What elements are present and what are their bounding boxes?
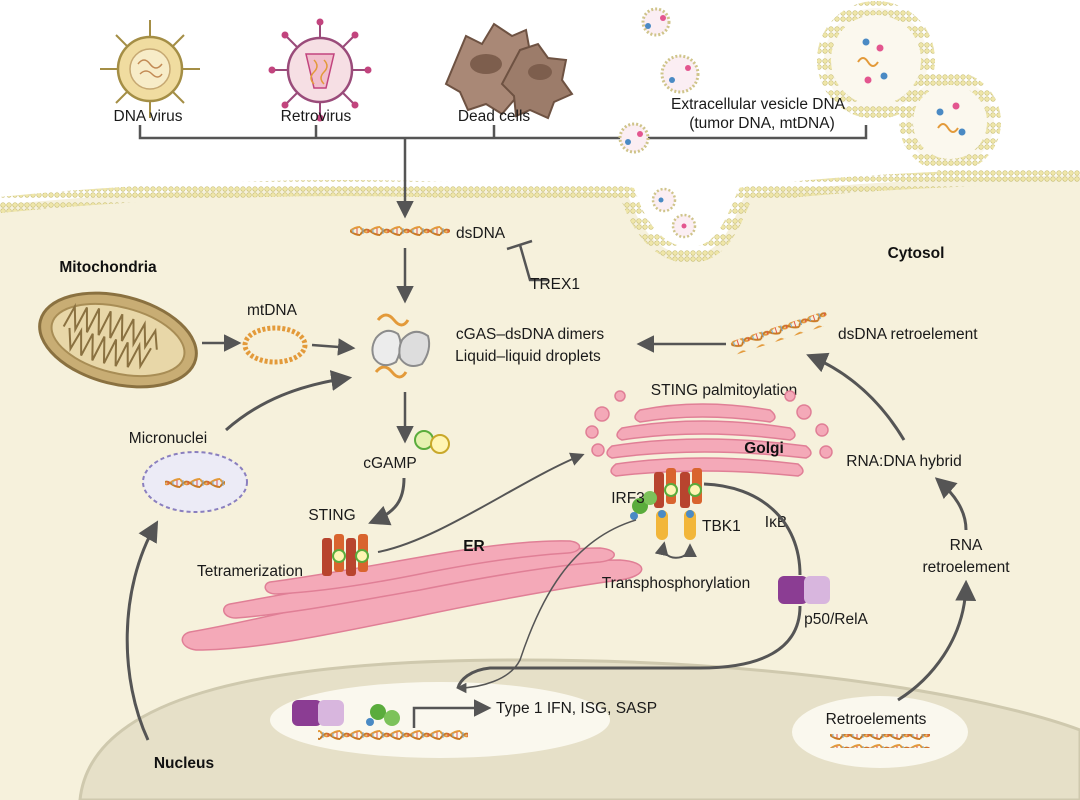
dsdna-strand xyxy=(350,226,450,240)
arrow-irf3-to-nucleus xyxy=(455,519,637,694)
retroelements-label: Retroelements xyxy=(826,711,927,728)
p50-rela-label: p50/RelA xyxy=(804,611,868,628)
transcription-complex-icon xyxy=(292,700,400,726)
arrow-nfkb-to-nucleus xyxy=(456,605,802,689)
transphosphorylation-label: Transphosphorylation xyxy=(602,575,750,592)
arrow-transphosphorylation xyxy=(654,541,697,559)
mtdna-label: mtDNA xyxy=(247,302,298,319)
dsdna-retroelement-label: dsDNA retroelement xyxy=(838,326,978,343)
arrow-cgamp-to-sting xyxy=(368,477,406,526)
gene-dna-strand xyxy=(318,726,468,740)
cgamp-label: cGAMP xyxy=(363,455,416,472)
retroelements-dna xyxy=(830,734,930,748)
cytosol-label: Cytosol xyxy=(888,245,945,262)
trex1-label: TREX1 xyxy=(530,276,580,293)
arrow-nucleus-to-micronuclei xyxy=(125,520,159,741)
golgi-apparatus xyxy=(585,390,833,477)
micronuclei-label: Micronuclei xyxy=(129,430,207,447)
tetramerization-label: Tetramerization xyxy=(197,563,303,580)
source-tree xyxy=(138,125,868,219)
nfkb-p50-rela-icon xyxy=(778,576,830,604)
output-genes-label: Type 1 IFN, ISG, SASP xyxy=(496,700,657,717)
er-label: ER xyxy=(463,538,485,555)
ev-dna-label-line1: Extracellular vesicle DNA xyxy=(671,96,846,113)
ikb-link xyxy=(703,482,802,576)
extracellular-vesicles-icon xyxy=(618,1,1001,239)
micronucleus-dna xyxy=(165,474,225,488)
golgi-label: Golgi xyxy=(744,440,784,457)
sting-tbk1-irf3-complex-icon xyxy=(630,468,702,540)
transcription-start-arrow xyxy=(412,699,492,728)
rna-retroelement-label-line1: RNA xyxy=(950,537,983,554)
er-membrane xyxy=(181,540,643,651)
rna-dna-hybrid-label: RNA:DNA hybrid xyxy=(846,453,961,470)
mitochondria-label: Mitochondria xyxy=(59,259,157,276)
cgamp-molecule-icon xyxy=(414,430,450,454)
arrow-hybrid-to-retroelement xyxy=(806,352,906,441)
arrow-rna-to-hybrid xyxy=(934,477,968,531)
arrow-er-to-golgi xyxy=(377,452,585,553)
irf3-label: IRF3 xyxy=(611,490,645,507)
arrow-micronuclei-to-cgas xyxy=(225,370,353,432)
nucleus-label: Nucleus xyxy=(154,755,214,772)
plasma-membrane xyxy=(0,167,1080,264)
rna-retroelement-label-line2: retroelement xyxy=(922,559,1010,576)
ev-dna-label-line2: (tumor DNA, mtDNA) xyxy=(689,115,835,132)
mtdna-circle xyxy=(242,325,308,365)
arrow-retroelements-to-rna xyxy=(897,579,977,702)
retrovirus-label: Retrovirus xyxy=(281,108,352,125)
retrovirus-icon xyxy=(268,18,372,122)
sting-label: STING xyxy=(308,507,355,524)
retroelement-region xyxy=(792,696,968,768)
dna-virus-icon xyxy=(100,20,200,118)
arrow-mtdna-to-cgas xyxy=(311,338,356,356)
tbk1-label: TBK1 xyxy=(702,518,741,535)
dead-cells-label: Dead cells xyxy=(458,108,531,125)
dna-virus-label: DNA virus xyxy=(114,108,183,125)
dsdna-retroelement-strand xyxy=(730,310,830,356)
mitochondrion-icon xyxy=(38,291,198,389)
cgas-label-line2: Liquid–liquid droplets xyxy=(455,348,601,365)
cgas-dsdna-dimer-icon xyxy=(371,313,431,379)
dead-cells-icon xyxy=(444,22,574,120)
trex1-inhibition xyxy=(506,239,548,282)
sting-palmitoylation-label: STING palmitoylation xyxy=(651,382,797,399)
sting-tetramer-icon xyxy=(322,534,369,576)
cgas-label-line1: cGAS–dsDNA dimers xyxy=(456,326,604,343)
dsdna-label: dsDNA xyxy=(456,225,506,242)
